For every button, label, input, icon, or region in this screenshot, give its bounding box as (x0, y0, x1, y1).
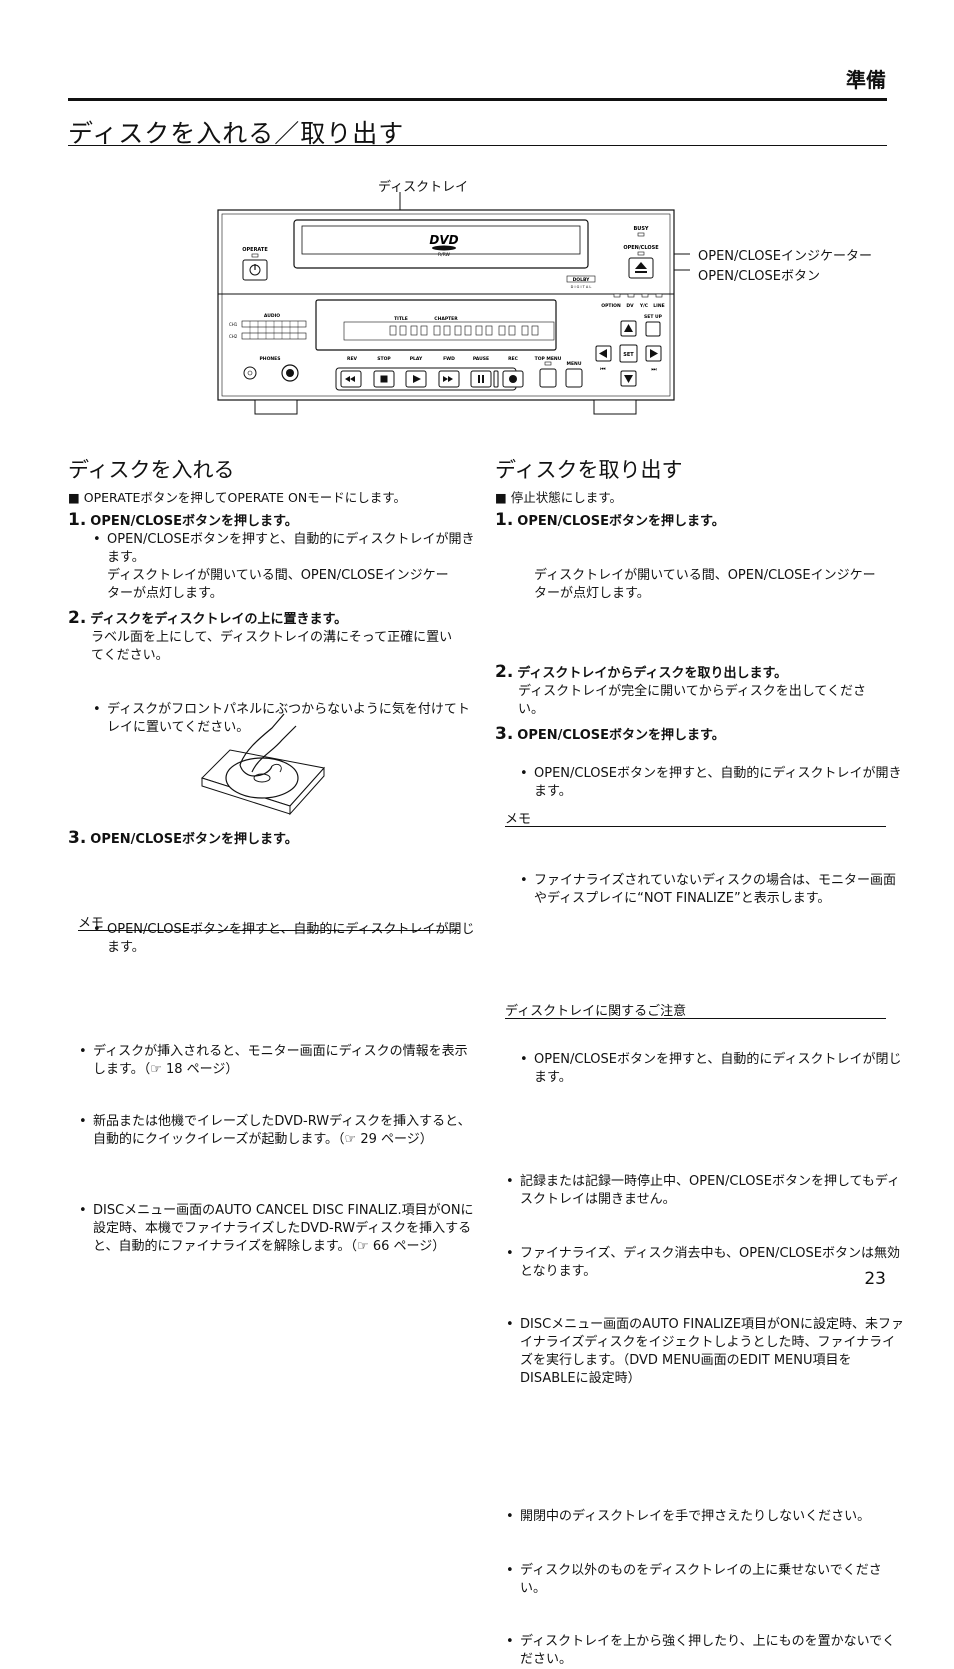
svg-text:OPEN/CLOSE: OPEN/CLOSE (623, 245, 659, 251)
svg-text:Y/C: Y/C (639, 303, 649, 309)
eject-step-1-note-2: ファイナライズされていないディスクの場合は、モニター画面やディスプレイに“NOT… (518, 872, 904, 908)
eject-step-1: 1.OPEN/CLOSEボタンを押します。 (495, 510, 725, 530)
caution-title: ディスクトレイに関するご注意 (505, 1004, 687, 1019)
audio-meter (241, 320, 307, 340)
setup-button[interactable] (645, 321, 661, 337)
header-rule (68, 98, 887, 101)
eject-memo-item: 記録または記録一時停止中、OPEN/CLOSEボタンを押してもディスクトレイは開… (504, 1173, 904, 1209)
title-rule (68, 145, 887, 146)
svg-text:REC: REC (508, 356, 519, 362)
transport-buttons[interactable] (335, 367, 583, 391)
svg-text:PHONES: PHONES (260, 356, 281, 362)
eject-memo-item: DISCメニュー画面のAUTO FINALIZE項目がONに設定時、未ファイナラ… (504, 1316, 904, 1388)
phones-jack[interactable] (243, 366, 257, 380)
insert-memo-title: メモ (78, 916, 105, 931)
insert-prerequisite: ■ OPERATEボタンを押してOPERATE ONモードにします。 (68, 490, 406, 505)
eject-step-3-note: OPEN/CLOSEボタンを押すと、自動的にディスクトレイが閉じます。 (518, 1051, 904, 1087)
insert-memo-item: 新品または他機でイレーズしたDVD-RWディスクを挿入すると、自動的にクイックイ… (77, 1113, 477, 1149)
insert-step-3-note: OPEN/CLOSEボタンを押すと、自動的にディスクトレイが閉じます。 (91, 921, 477, 957)
insert-step-2-text: ラベル面を上にして、ディスクトレイの溝にそって正確に置いてください。 (91, 630, 453, 663)
eject-step-2: 2.ディスクトレイからディスクを取り出します。 (495, 662, 788, 682)
svg-text:AUDIO: AUDIO (264, 313, 280, 319)
svg-text:⏮: ⏮ (600, 366, 606, 373)
page-title: ディスクを入れる／取り出す (68, 119, 405, 148)
insert-step-1-note: OPEN/CLOSEボタンを押すと、自動的にディスクトレイが開きます。 (91, 531, 477, 567)
caution-rule (505, 1018, 886, 1019)
eject-step-1-note: OPEN/CLOSEボタンを押すと、自動的にディスクトレイが開きます。 (518, 765, 904, 801)
svg-text:CHAPTER: CHAPTER (434, 316, 458, 322)
disc-placement-illustration (201, 713, 325, 816)
svg-text:⏭: ⏭ (651, 366, 657, 373)
svg-text:OPERATE: OPERATE (242, 247, 268, 253)
open-close-button[interactable] (628, 257, 654, 279)
eject-heading: ディスクを取り出す (495, 458, 683, 482)
insert-step-3: 3.OPEN/CLOSEボタンを押します。 (68, 828, 298, 848)
svg-text:LINE: LINE (653, 303, 664, 309)
insert-step-2: 2.ディスクをディスクトレイの上に置きます。 (68, 608, 348, 628)
insert-memo-rule (78, 930, 459, 931)
open-close-indicator (637, 251, 645, 256)
mode-indicators: OPTION DV Y/C LINE (601, 293, 665, 309)
svg-text:D I G I T A L: D I G I T A L (571, 285, 592, 289)
page-number: 23 (864, 1269, 886, 1289)
caution-item: 開閉中のディスクトレイを手で押さえたりしないください。 (504, 1508, 904, 1526)
svg-text:STOP: STOP (377, 356, 391, 362)
svg-text:BUSY: BUSY (633, 226, 648, 232)
svg-text:MENU: MENU (567, 361, 582, 367)
insert-step-1: 1.OPEN/CLOSEボタンを押します。 (68, 510, 298, 530)
svg-text:CH2: CH2 (229, 334, 238, 339)
eject-memo-title: メモ (505, 812, 532, 827)
eject-prerequisite: ■ 停止状態にします。 (495, 490, 623, 505)
svg-text:SET: SET (623, 352, 634, 358)
eject-step-1-extra: ディスクトレイが開いている間、OPEN/CLOSEインジケーターが点灯します。 (534, 568, 876, 601)
caution-item: ディスクトレイを上から強く押したり、上にものを置かないでください。 (504, 1633, 904, 1669)
svg-text:CH1: CH1 (229, 322, 238, 327)
button-label: OPEN/CLOSEボタン (698, 269, 820, 284)
svg-text:REV: REV (347, 356, 358, 362)
insert-step-1-extra: ディスクトレイが開いている間、OPEN/CLOSEインジケーターが点灯します。 (107, 568, 449, 601)
insert-heading: ディスクを入れる (68, 458, 235, 482)
svg-text:TITLE: TITLE (394, 316, 408, 322)
svg-text:FWD: FWD (443, 356, 455, 362)
svg-text:PLAY: PLAY (410, 356, 423, 362)
eject-step-3: 3.OPEN/CLOSEボタンを押します。 (495, 724, 725, 744)
insert-memo-item: ディスクが挿入されると、モニター画面にディスクの情報を表示します。（☞ 18 ペ… (77, 1043, 477, 1079)
dvd-logo: DVD R/RW (429, 233, 458, 258)
caution-item: ディスク以外のものをディスクトレイの上に乗せないでください。 (504, 1562, 904, 1598)
section-heading: 準備 (846, 68, 886, 92)
svg-text:SET UP: SET UP (644, 314, 663, 320)
svg-text:PAUSE: PAUSE (473, 356, 489, 362)
eject-step-2-text: ディスクトレイが完全に開いてからディスクを出してください。 (518, 684, 867, 717)
dvd-recorder-illustration: DVD R/RW OPERATE BUSY OPEN/CLOSE DOLBY D… (217, 192, 690, 415)
eject-memo-rule (505, 826, 886, 827)
insert-memo-item: DISCメニュー画面のAUTO CANCEL DISC FINALIZ.項目がO… (77, 1202, 477, 1256)
svg-text:R/RW: R/RW (438, 252, 451, 258)
indicator-label: OPEN/CLOSEインジケーター (698, 249, 872, 264)
display-panel (343, 321, 555, 341)
svg-text:DVD: DVD (429, 233, 458, 247)
operate-button[interactable] (242, 259, 268, 281)
tray-label: ディスクトレイ (378, 180, 469, 195)
svg-text:OPTION: OPTION (601, 303, 621, 309)
svg-text:TOP MENU: TOP MENU (535, 356, 562, 362)
svg-text:DOLBY: DOLBY (573, 277, 591, 283)
svg-text:DV: DV (626, 303, 634, 309)
eject-memo-item: ファイナライズ、ディスク消去中も、OPEN/CLOSEボタンは無効となります。 (504, 1245, 904, 1281)
insert-step-2-note: ディスクがフロントパネルにぶつからないように気を付けてトレイに置いてください。 (91, 701, 477, 737)
